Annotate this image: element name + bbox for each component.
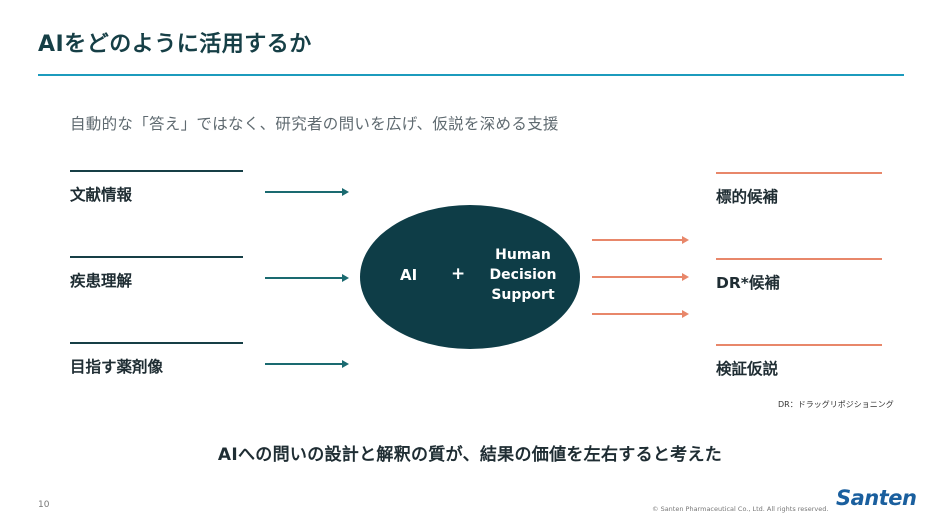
input-arrow-3	[265, 360, 349, 368]
output-rule-3	[716, 344, 882, 346]
output-label-target: 標的候補	[716, 188, 779, 206]
input-rule-3	[70, 342, 243, 344]
input-arrow-1	[265, 188, 349, 196]
page-number: 10	[38, 500, 50, 510]
subtitle: 自動的な「答え」ではなく、研究者の問いを広げ、仮説を深める支援	[70, 115, 559, 133]
dr-footnote: DR：ドラッグリポジショニング	[778, 400, 894, 409]
hds-line-1: Human	[495, 247, 551, 263]
hds-line-2: Decision	[489, 267, 557, 283]
santen-logo: Santen	[836, 486, 917, 510]
output-arrow-2	[592, 273, 689, 281]
santen-logo-text: Santen	[836, 486, 917, 510]
input-arrow-2	[265, 274, 349, 282]
input-label-literature: 文献情報	[70, 186, 133, 204]
output-rule-1	[716, 172, 882, 174]
ai-label: AI	[400, 266, 418, 284]
page-title: AIをどのように活用するか	[38, 32, 312, 57]
output-label-dr: DR*候補	[716, 274, 780, 292]
output-rule-2	[716, 258, 882, 260]
human-decision-support-label: Human Decision Support	[480, 245, 566, 305]
ai-hds-ellipse	[360, 205, 580, 349]
input-label-target-drug: 目指す薬剤像	[70, 358, 164, 376]
output-arrow-1	[592, 236, 689, 244]
output-arrow-3	[592, 310, 689, 318]
input-label-disease: 疾患理解	[70, 272, 133, 290]
hds-line-3: Support	[491, 287, 555, 303]
title-divider	[38, 74, 904, 76]
input-rule-2	[70, 256, 243, 258]
conclusion-text: AIへの問いの設計と解釈の質が、結果の価値を左右すると考えた	[217, 445, 723, 465]
copyright-notice: © Santen Pharmaceutical Co., Ltd. All ri…	[652, 505, 829, 513]
plus-sign: +	[451, 264, 466, 284]
input-rule-1	[70, 170, 243, 172]
output-label-hypothesis: 検証仮説	[716, 360, 779, 378]
